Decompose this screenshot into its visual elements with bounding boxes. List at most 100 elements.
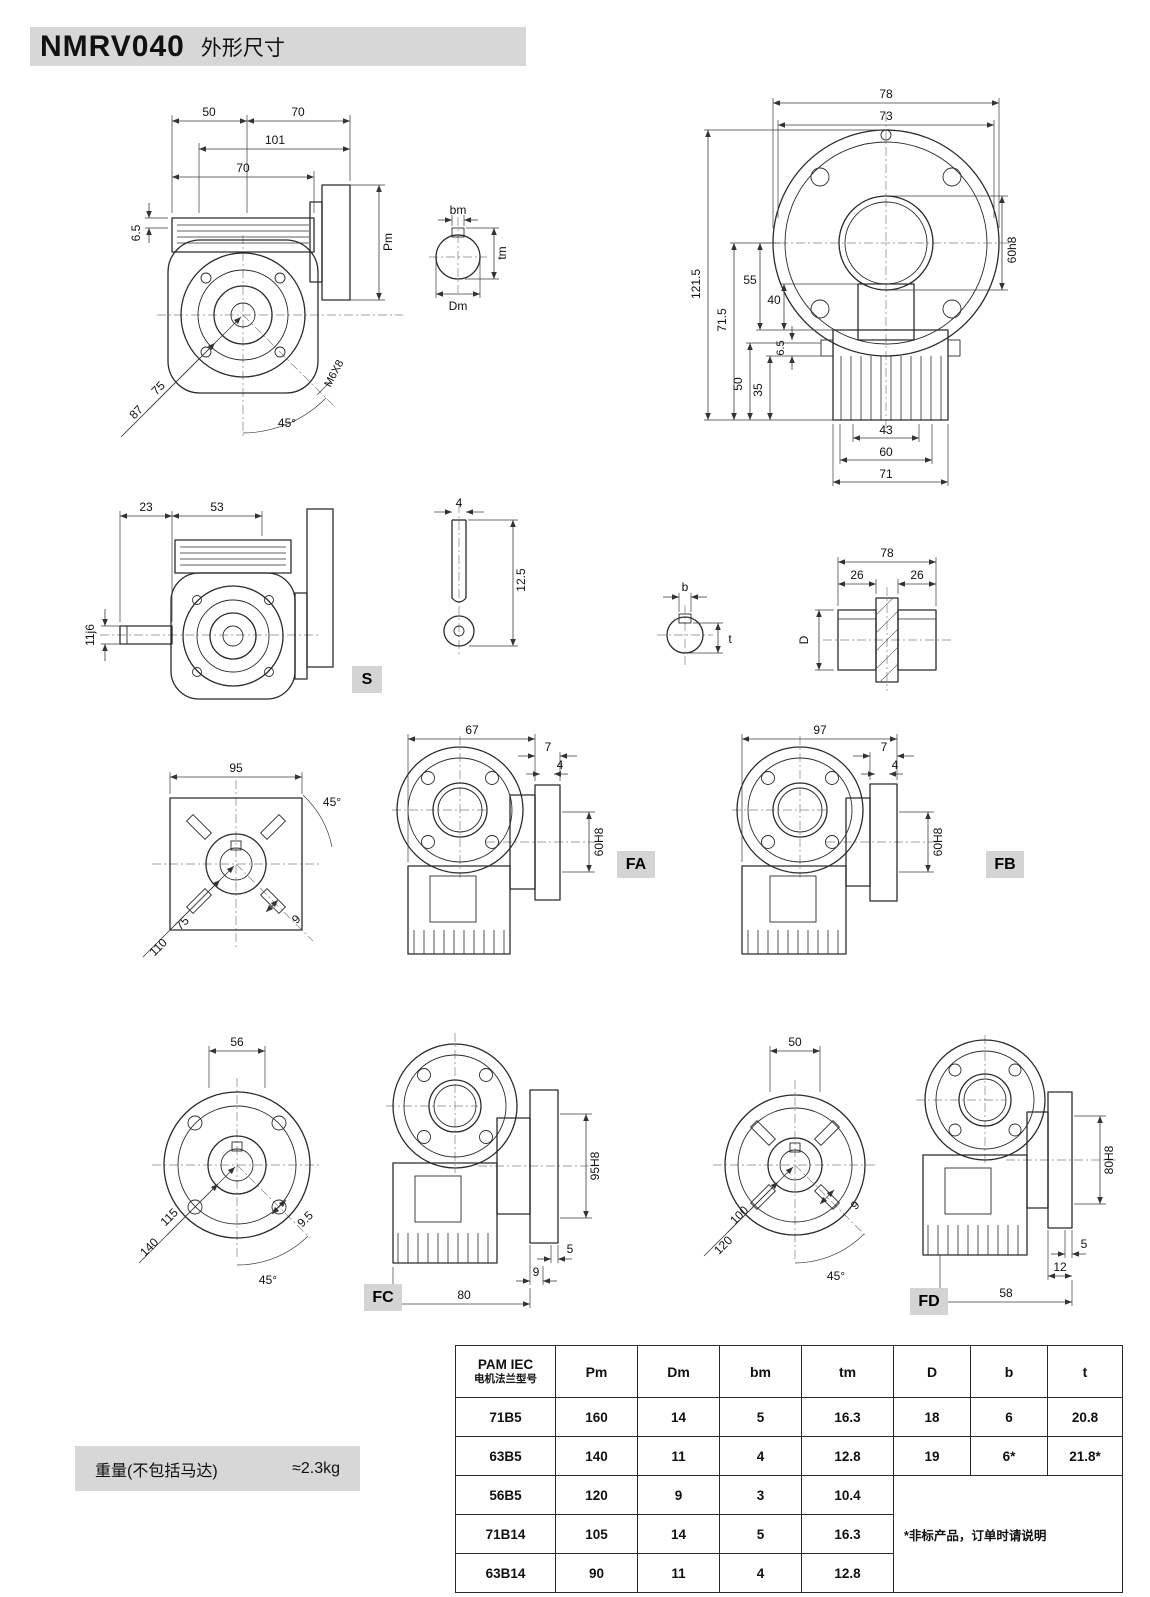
dim-11j6: 11j6	[83, 624, 97, 646]
page-title: NMRV040 外形尺寸	[30, 27, 526, 66]
label-fb: FB	[986, 851, 1024, 878]
dim-75: 75	[148, 378, 168, 398]
dim-9: 9	[533, 1265, 540, 1279]
drawing-key-section: b t	[657, 580, 732, 665]
dim-m6x8: M6X8	[322, 358, 346, 389]
weight-value: ≈2.3kg	[292, 1459, 340, 1477]
drawing-fc-flange: 56 115 140 9.5 45°	[137, 1035, 322, 1287]
cell-bm: 5	[719, 1397, 802, 1437]
drawing-fc-side: 95H8 5 9 80	[386, 1033, 602, 1308]
drawing-fa: 67 7 4 60H8	[392, 723, 606, 955]
table-row-63b14: 63B14 90 11 4 12.8	[455, 1553, 1123, 1593]
dim-100: 100	[727, 1203, 751, 1227]
cell-pm: 105	[555, 1514, 638, 1554]
dim-5: 5	[567, 1242, 574, 1256]
dim-b: b	[682, 580, 689, 594]
dim-dm: Dm	[449, 299, 468, 313]
table-row-71b5: 71B5 160 14 5 16.3 18 6 20.8	[455, 1397, 1123, 1437]
dim-53: 53	[210, 500, 224, 514]
dim-12-5: 12.5	[514, 568, 528, 592]
dim-87: 87	[126, 402, 146, 422]
dim-4: 4	[892, 758, 899, 772]
label-fa: FA	[617, 851, 655, 878]
dim-12: 12	[1053, 1260, 1067, 1274]
model-number: NMRV040	[40, 29, 185, 63]
cell-tm: 16.3	[801, 1397, 894, 1437]
cell-tm: 12.8	[801, 1436, 894, 1476]
drawing-double-shaft: 78 26 26 D	[797, 546, 953, 691]
dim-45deg: 45°	[259, 1273, 277, 1287]
dim-71: 71	[879, 467, 893, 481]
dim-95: 95	[229, 761, 243, 775]
dim-35: 35	[751, 383, 765, 397]
cell-pm: 140	[555, 1436, 638, 1476]
dim-70: 70	[236, 161, 250, 175]
cell-d: 18	[893, 1397, 971, 1437]
dim-60: 60	[879, 445, 893, 459]
dim-67: 67	[465, 723, 479, 737]
dim-101: 101	[265, 133, 285, 147]
dim-78: 78	[880, 546, 894, 560]
dim-50: 50	[731, 377, 745, 391]
dim-78: 78	[879, 87, 893, 101]
cell-flange: 56B5	[455, 1475, 556, 1515]
dim-71-5: 71.5	[715, 308, 729, 332]
cell-d: 19	[893, 1436, 971, 1476]
cell-t: 21.8*	[1047, 1436, 1123, 1476]
cell-tm: 10.4	[801, 1475, 894, 1515]
label-fc: FC	[364, 1284, 402, 1311]
header-pam-line1: PAM IEC	[477, 1357, 534, 1373]
drawing-key-detail: 4 12.5	[434, 496, 528, 656]
header-pam-line2: 电机法兰型号	[474, 1373, 537, 1386]
drawing-front-view: 50 70 101 70 6.5 Pm 75 87 45° M6X8	[120, 105, 403, 438]
cell-flange: 63B14	[455, 1553, 556, 1593]
dim-t: t	[728, 632, 732, 646]
cell-bm: 4	[719, 1553, 802, 1593]
label-s: S	[352, 666, 382, 693]
dim-7: 7	[545, 740, 552, 754]
dim-26: 26	[850, 568, 864, 582]
drawing-output-bore-detail: bm tm Dm	[429, 203, 509, 313]
dim-40: 40	[767, 293, 781, 307]
drawing-square-flange: 95 45° 75 110 9	[142, 761, 341, 959]
table-row-56b5: 56B5 120 9 3 10.4 *非标产品，订单时请说明	[455, 1475, 1123, 1593]
cell-bm: 4	[719, 1436, 802, 1476]
drawing-fd-side: 80H8 5 12 58	[916, 1035, 1116, 1306]
header-tm: tm	[801, 1345, 894, 1398]
header-pm: Pm	[555, 1345, 638, 1398]
dim-70: 70	[291, 105, 305, 119]
drawing-side-view: 78 73 121.5 71.5 55 40 50 35 6.5 60h8 43…	[689, 87, 1019, 486]
cell-dm: 11	[637, 1436, 720, 1476]
cell-tm: 16.3	[801, 1514, 894, 1554]
dim-D: D	[797, 635, 811, 644]
dim-50: 50	[202, 105, 216, 119]
dim-50: 50	[788, 1035, 802, 1049]
weight-label: 重量(不包括马达)	[95, 1462, 218, 1480]
cell-bm: 5	[719, 1514, 802, 1554]
cell-tm: 12.8	[801, 1553, 894, 1593]
drawing-fd-flange: 50 100 120 9 45°	[703, 1035, 878, 1283]
cell-pm: 160	[555, 1397, 638, 1437]
dim-pm: Pm	[381, 233, 395, 251]
header-b: b	[970, 1345, 1048, 1398]
weight-note: 重量(不包括马达) ≈2.3kg	[75, 1446, 360, 1491]
dim-7: 7	[881, 740, 888, 754]
dim-120: 120	[711, 1233, 735, 1257]
dim-tm: tm	[495, 246, 509, 259]
dim-140: 140	[137, 1235, 161, 1259]
cell-pm: 90	[555, 1553, 638, 1593]
dim-45deg: 45°	[827, 1269, 845, 1283]
cell-dm: 14	[637, 1397, 720, 1437]
dim-80: 80	[457, 1288, 471, 1302]
title-text: 外形尺寸	[200, 36, 285, 60]
header-bm: bm	[719, 1345, 802, 1398]
dim-80h8: 80H8	[1102, 1145, 1116, 1174]
dim-43: 43	[879, 423, 893, 437]
cell-b: 6	[970, 1397, 1048, 1437]
label-fd: FD	[910, 1288, 948, 1315]
dim-110: 110	[146, 935, 170, 959]
dim-60h8: 60h8	[1005, 236, 1019, 263]
